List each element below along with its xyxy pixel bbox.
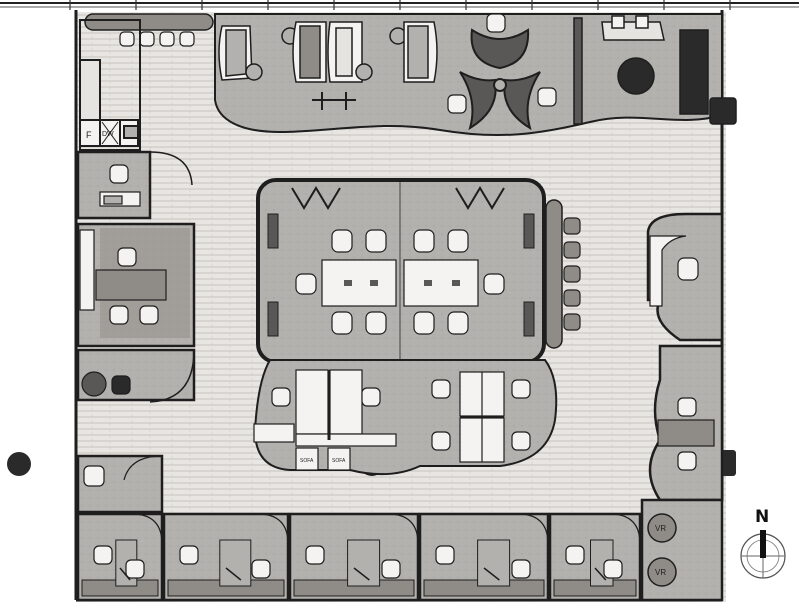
office-chair — [93, 545, 113, 565]
left-office-3-furniture — [81, 371, 131, 397]
appliance-dw-label: DW — [102, 131, 114, 138]
vr-label-1: VR — [655, 524, 666, 533]
lounge-sign-2: SOFA — [332, 458, 346, 464]
bottom-office-2 — [162, 512, 290, 602]
office-chair — [381, 559, 401, 579]
right-office-2 — [648, 344, 724, 502]
exterior-top-rail — [0, 0, 799, 10]
lounge-pod-1 — [218, 25, 263, 81]
kitchen-wing — [79, 19, 141, 151]
bottom-office-4 — [418, 512, 550, 602]
top-right-lounge — [573, 15, 737, 125]
office-chair — [435, 545, 455, 565]
side-bench — [545, 199, 563, 349]
appliance-f-label: F — [86, 130, 92, 140]
vr-label-2: VR — [655, 568, 666, 577]
conference-chairs — [295, 229, 505, 335]
left-bottom-office — [76, 454, 164, 514]
bottom-offices-row — [76, 454, 642, 602]
left-office-2-furniture — [79, 229, 167, 325]
office-chair — [179, 545, 199, 565]
clover-lounge-chairs — [447, 13, 557, 114]
right-office-1 — [646, 212, 724, 342]
office-chair — [251, 559, 271, 579]
lounge-sign-1: SOFA — [300, 458, 314, 464]
standing-table — [312, 92, 356, 110]
workstation-chairs-left — [271, 387, 381, 407]
lounge-pod-4 — [389, 21, 438, 83]
office-chair — [125, 559, 145, 579]
compass-north-label: N — [755, 507, 769, 527]
office-chair — [603, 559, 623, 579]
bottom-office-1 — [76, 512, 164, 602]
office-chair — [565, 545, 585, 565]
workstation-desks-right — [459, 371, 505, 463]
side-bench-stools — [563, 217, 581, 331]
conference-room — [256, 178, 546, 364]
bottom-office-3 — [288, 512, 420, 602]
office-chair — [305, 545, 325, 565]
compass-rose-icon — [740, 530, 786, 579]
lounge-pod-3 — [327, 21, 373, 83]
workstation-chairs-right — [431, 379, 531, 451]
office-chair — [511, 559, 531, 579]
bottom-office-5 — [548, 512, 642, 602]
bench-stools — [119, 31, 195, 47]
top-bench — [84, 13, 214, 31]
structural-column-icon — [7, 452, 31, 476]
clover-lounge — [459, 28, 541, 131]
left-office-1-furniture — [99, 164, 141, 207]
vr-room — [640, 498, 724, 602]
lounge-pod-2 — [281, 21, 327, 83]
